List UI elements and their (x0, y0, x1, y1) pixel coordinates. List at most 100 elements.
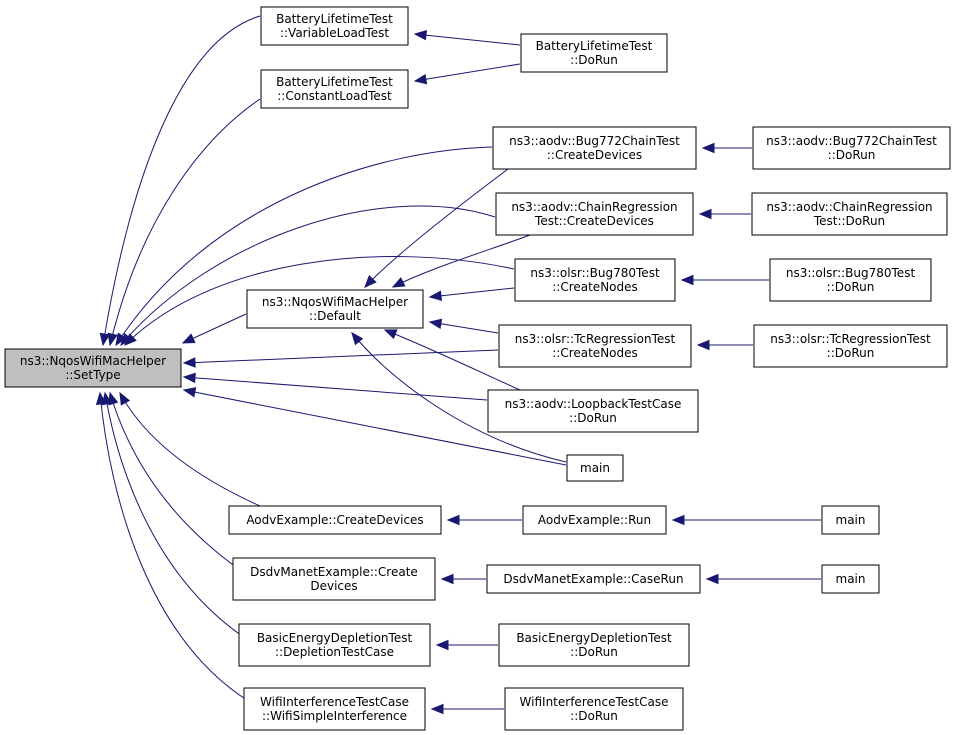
edge-arrowhead (440, 573, 454, 585)
node-label-line: ns3::olsr::TcRegressionTest (770, 332, 931, 346)
edge-arrowhead (435, 639, 449, 651)
node-label-line: WifiInterferenceTestCase (260, 695, 409, 709)
node-box (498, 324, 692, 368)
node-label-line: ::SetType (65, 368, 120, 382)
edge-line (392, 234, 531, 288)
nodes: ns3::NqosWifiMacHelper::SetType ns3::Nqos… (4, 6, 951, 731)
edge-arrowhead (351, 331, 364, 346)
node-aodv-run[interactable]: AodvExample::Run (522, 505, 667, 535)
node-label-line: WifiInterferenceTestCase (520, 695, 669, 709)
node-tcreg-cn[interactable]: ns3::olsr::TcRegressionTest::CreateNodes (498, 324, 692, 368)
node-bug780-run[interactable]: ns3::olsr::Bug780Test::DoRun (769, 258, 932, 302)
node-blt-var[interactable]: BatteryLifetimeTest::VariableLoadTest (260, 6, 409, 46)
node-chain-cd[interactable]: ns3::aodv::ChainRegressionTest::CreateDe… (495, 192, 694, 236)
edge-main2-to-aodv_run (671, 514, 821, 526)
edge-arrowhead (696, 339, 710, 351)
node-aodv-cd[interactable]: AodvExample::CreateDevices (228, 505, 442, 535)
edge-loopback-to-default (383, 329, 521, 391)
edge-line (109, 392, 241, 571)
node-box (522, 505, 667, 535)
node-label-line: ::CreateNodes (552, 280, 638, 294)
node-box (752, 126, 951, 170)
node-box (751, 192, 948, 236)
edge-blt_const-to-root (107, 98, 261, 347)
node-label-line: BasicEnergyDepletionTest (516, 631, 672, 645)
node-main2[interactable]: main (821, 505, 880, 535)
edge-wit_run-to-wit_wsi (430, 703, 504, 715)
node-box (238, 623, 431, 667)
edge-arrowhead (383, 329, 398, 340)
node-blt-run[interactable]: BatteryLifetimeTest::DoRun (520, 33, 668, 73)
node-wit-wsi[interactable]: WifiInterferenceTestCase::WifiSimpleInte… (243, 687, 426, 731)
node-bed-dtc[interactable]: BasicEnergyDepletionTest::DepletionTestC… (238, 623, 431, 667)
edge-line (102, 15, 261, 346)
node-label-line: Test::DoRun (813, 214, 885, 228)
node-label-line: AodvExample::CreateDevices (246, 513, 423, 527)
node-label-line: ns3::aodv::Bug772ChainTest (766, 134, 937, 148)
edge-line (414, 33, 521, 46)
edge-line (124, 256, 515, 346)
node-box (821, 505, 880, 535)
node-bed-run[interactable]: BasicEnergyDepletionTest::DoRun (498, 623, 690, 667)
node-box (260, 69, 409, 109)
node-label-line: ::DoRun (570, 645, 618, 659)
node-bug772-cd[interactable]: ns3::aodv::Bug772ChainTest::CreateDevice… (492, 126, 697, 170)
edge-arrowhead (364, 275, 377, 288)
node-default[interactable]: ns3::NqosWifiMacHelper::Default (246, 289, 424, 329)
edge-arrowhead (119, 391, 131, 406)
node-label-line: ::WifiSimpleInterference (262, 709, 407, 723)
edge-loopback-to-root (182, 372, 488, 401)
node-label-line: ::DoRun (570, 53, 618, 67)
node-label-line: BatteryLifetimeTest (276, 75, 393, 89)
node-main1[interactable]: main (566, 454, 624, 482)
edge-arrowhead (95, 391, 107, 405)
node-box (566, 454, 624, 482)
edge-line (115, 146, 493, 346)
edge-bug772_cd-to-root (115, 146, 493, 347)
node-wit-run[interactable]: WifiInterferenceTestCase::DoRun (504, 687, 684, 731)
node-root[interactable]: ns3::NqosWifiMacHelper::SetType (4, 348, 182, 388)
edge-bug772_run-to-bug772_cd (701, 142, 752, 154)
node-dsdv-run[interactable]: DsdvManetExample::CaseRun (486, 564, 701, 594)
node-main3[interactable]: main (821, 564, 880, 594)
node-label-line: ::ConstantLoadTest (277, 89, 392, 103)
edge-arrowhead (428, 290, 442, 301)
node-loopback[interactable]: ns3::aodv::LoopbackTestCase::DoRun (487, 389, 699, 433)
node-box (486, 564, 701, 594)
edge-aodv_cd-to-root (119, 391, 261, 507)
node-box (243, 687, 426, 731)
edge-blt_run-to-blt_const (413, 63, 521, 85)
node-bug780-cn[interactable]: ns3::olsr::Bug780Test::CreateNodes (514, 258, 676, 302)
node-label-line: ns3::aodv::Bug772ChainTest (509, 134, 680, 148)
edge-line (364, 168, 509, 288)
node-box (492, 126, 697, 170)
node-box (4, 348, 182, 388)
edge-arrowhead (428, 318, 443, 330)
node-bug772-run[interactable]: ns3::aodv::Bug772ChainTest::DoRun (752, 126, 951, 170)
edge-line (183, 349, 499, 364)
node-blt-const[interactable]: BatteryLifetimeTest::ConstantLoadTest (260, 69, 409, 109)
node-box (232, 557, 436, 601)
edge-arrowhead (391, 277, 406, 288)
edge-bug780_run-to-bug780_cn (680, 274, 769, 286)
edge-arrowhead (182, 357, 196, 368)
node-label-line: Test::CreateDevices (534, 214, 654, 228)
edge-line (99, 392, 251, 703)
edge-tcreg_run-to-tcreg_cn (696, 339, 753, 351)
edge-blt_run-to-blt_var (413, 29, 521, 46)
node-tcreg-run[interactable]: ns3::olsr::TcRegressionTest::DoRun (753, 324, 948, 368)
edge-arrowhead (115, 332, 127, 347)
node-label-line: ::DepletionTestCase (275, 645, 394, 659)
node-dsdv-cd[interactable]: DsdvManetExample::CreateDevices (232, 557, 436, 601)
node-box (228, 505, 442, 535)
node-label-line: main (836, 513, 866, 527)
edge-wit_wsi-to-root (95, 391, 251, 703)
node-label-line: ::DoRun (828, 148, 876, 162)
edge-line (109, 98, 261, 346)
node-label-line: DsdvManetExample::CaseRun (503, 572, 683, 586)
edge-bug780_cn-to-root (124, 256, 515, 346)
edge-arrowhead (413, 29, 427, 41)
node-box (260, 6, 409, 46)
node-label-line: ::CreateDevices (547, 148, 642, 162)
